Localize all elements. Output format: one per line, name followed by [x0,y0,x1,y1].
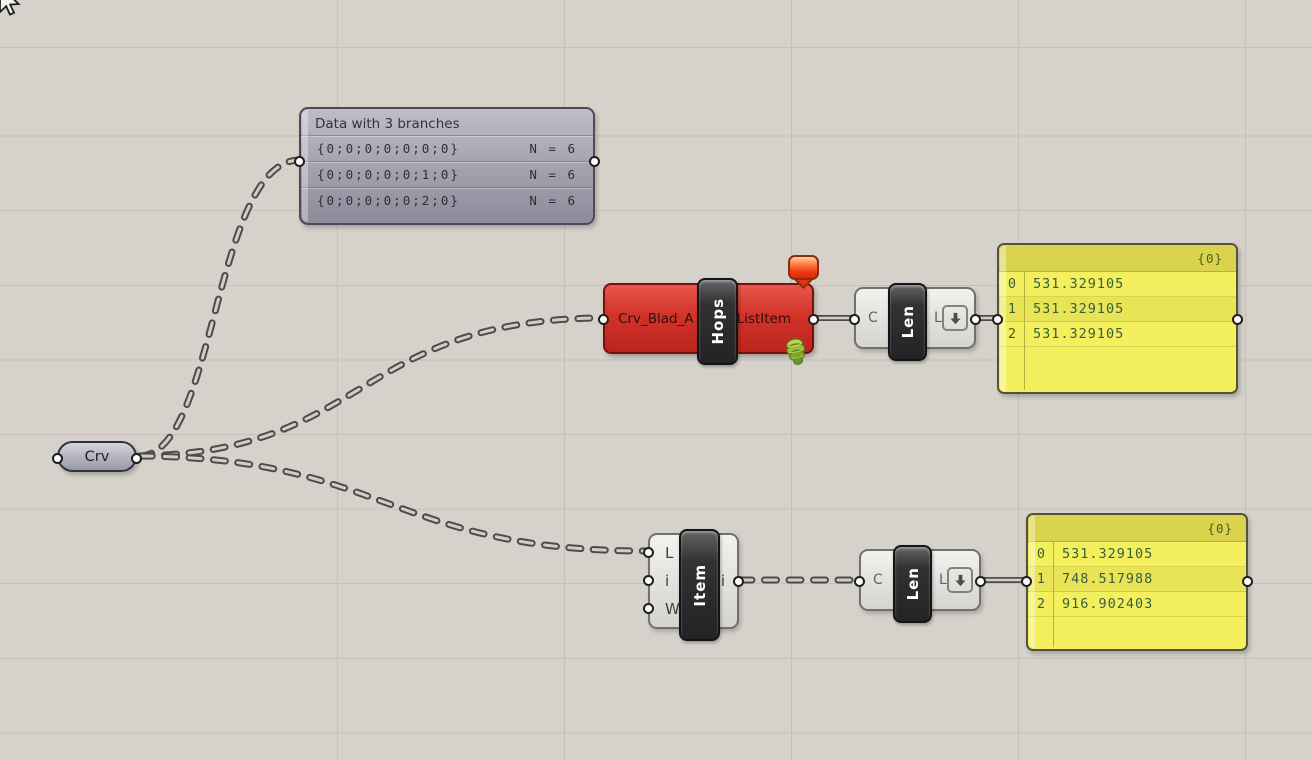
hops-plant-icon [786,336,806,365]
len-top-input-label: C [868,310,878,326]
wire-crv-to-hops[interactable] [136,314,605,460]
len-bottom-input-label: C [873,572,883,588]
listitem-input-index-grip[interactable] [643,575,654,586]
hops-core-capsule[interactable]: Hops [697,278,738,365]
listitem-input-list-grip[interactable] [643,547,654,558]
panel-row: 0 531.329105 [1028,542,1246,567]
wire-crv-to-listitem[interactable] [136,452,651,555]
len-top-core-capsule[interactable]: Len [888,283,927,361]
len-bottom-download-button[interactable] [947,567,973,593]
panel-bottom-branch-header: {0} [1028,515,1246,542]
length-component-bottom[interactable]: C Len L [854,545,986,623]
error-balloon-body [788,255,819,280]
len-bottom-core-capsule[interactable]: Len [893,545,932,623]
listitem-input-index-label: i [665,572,670,590]
mouse-pointer-icon [0,0,21,16]
row-index: 2 [1036,596,1046,612]
panel-row: 2 531.329105 [999,322,1236,347]
data-branch-row: {0;0;0;0;0;0;0} N = 6 [301,135,593,161]
panel-bottom-output-grip[interactable] [1242,576,1253,587]
data-panel-input-grip[interactable] [294,156,305,167]
data-tree-panel[interactable]: Data with 3 branches {0;0;0;0;0;0;0} N =… [294,107,600,225]
len-top-core-label: Len [898,305,917,339]
listitem-output-label: i [720,572,725,590]
row-index: 1 [1007,301,1017,317]
crv-output-grip[interactable] [131,453,142,464]
panel-top-branch-header: {0} [999,245,1236,272]
length-component-top[interactable]: C Len L [849,283,981,361]
len-bottom-output-label: L [939,572,947,588]
hops-output-label: ListItem [736,310,791,327]
len-top-download-button[interactable] [942,305,968,331]
download-arrow-icon [949,312,961,324]
curve-param-component[interactable]: Crv [52,441,142,472]
data-branch-row: {0;0;0;0;0;2;0} N = 6 [301,187,593,213]
hops-input-label: Crv_Blad_A [618,310,694,327]
branch-count: N = 6 [529,141,577,156]
listitem-input-list-label: L [665,544,674,562]
download-arrow-icon [954,574,966,586]
branch-count: N = 6 [529,167,577,182]
panel-row: 2 916.902403 [1028,592,1246,617]
row-index: 0 [1007,276,1017,292]
output-panel-top[interactable]: {0} 0 531.329105 1 531.329105 2 531.3291… [992,243,1243,394]
data-panel-output-grip[interactable] [589,156,600,167]
row-value: 531.329105 [1033,276,1125,292]
len-bottom-core-label: Len [903,567,922,601]
panel-bottom-input-grip[interactable] [1021,576,1032,587]
listitem-input-wrap-grip[interactable] [643,603,654,614]
crv-input-grip[interactable] [52,453,63,464]
len-bottom-output-grip[interactable] [975,576,986,587]
row-value: 531.329105 [1033,301,1125,317]
panel-row: 1 748.517988 [1028,567,1246,592]
hops-input-grip[interactable] [598,314,609,325]
output-panel-bottom[interactable]: {0} 0 531.329105 1 748.517988 2 916.9024… [1021,513,1253,651]
branch-path: {0;0;0;0;0;1;0} [317,167,460,182]
data-branch-row: {0;0;0;0;0;1;0} N = 6 [301,161,593,187]
len-bottom-input-grip[interactable] [854,576,865,587]
error-balloon-icon[interactable] [788,255,819,290]
row-value: 531.329105 [1033,326,1125,342]
listitem-core-label: Item [690,563,709,607]
panel-index-separator [1024,271,1025,390]
data-panel-title: Data with 3 branches [315,116,460,132]
listitem-output-grip[interactable] [733,576,744,587]
row-value: 531.329105 [1062,546,1154,562]
list-item-component[interactable]: L i W Item i [643,529,744,641]
listitem-core-capsule[interactable]: Item [679,529,720,641]
branch-count: N = 6 [529,193,577,208]
row-value: 748.517988 [1062,571,1154,587]
panel-top-input-grip[interactable] [992,314,1003,325]
branch-path: {0;0;0;0;0;2;0} [317,193,460,208]
row-index: 0 [1036,546,1046,562]
len-top-output-grip[interactable] [970,314,981,325]
panel-index-separator [1053,541,1054,647]
row-index: 1 [1036,571,1046,587]
listitem-input-wrap-label: W [665,600,680,618]
panel-row: 0 531.329105 [999,272,1236,297]
panel-top-output-grip[interactable] [1232,314,1243,325]
hops-output-grip[interactable] [808,314,819,325]
len-top-input-grip[interactable] [849,314,860,325]
branch-path: {0;0;0;0;0;0;0} [317,141,460,156]
hops-component[interactable]: Crv_Blad_A Hops ListItem [598,278,819,365]
len-top-output-label: L [934,310,942,326]
wire-crv-to-datapanel[interactable] [136,156,303,460]
hops-core-label: Hops [708,298,727,345]
panel-row: 1 531.329105 [999,297,1236,322]
curve-param-label: Crv [84,448,110,465]
row-index: 2 [1007,326,1017,342]
row-value: 916.902403 [1062,596,1154,612]
